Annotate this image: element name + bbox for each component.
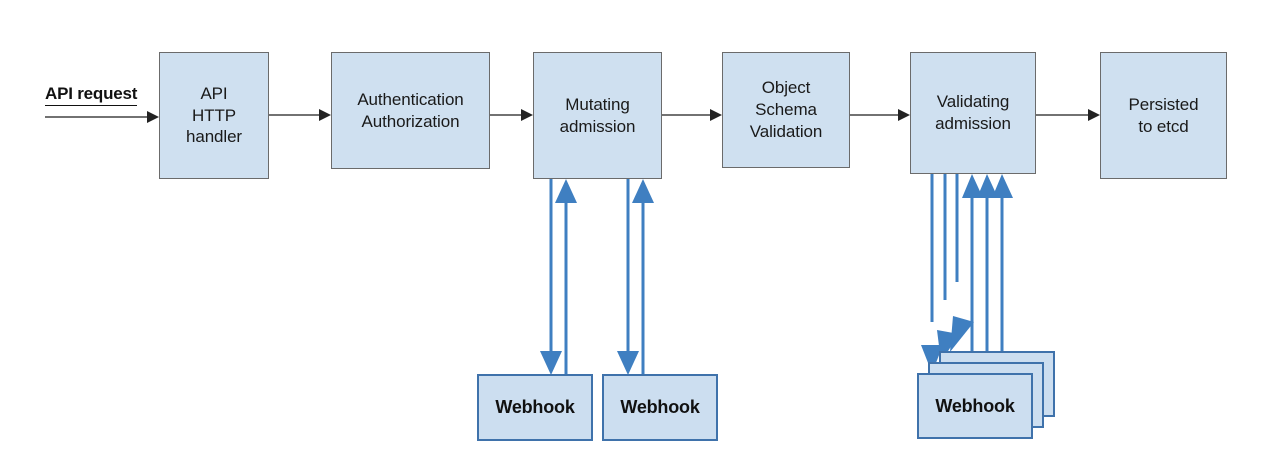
stage-authn-authz[interactable]: Authentication Authorization — [331, 52, 490, 169]
webhook-arrow-validating-3-down — [950, 174, 974, 352]
webhook-arrow-mutating-1-up — [555, 179, 577, 374]
webhook-arrow-validating-1-up — [962, 174, 983, 373]
flow-arrow-request-to-handler — [45, 111, 159, 123]
flow-arrow-validating-to-etcd — [1036, 109, 1100, 121]
stage-api-http-handler[interactable]: API HTTP handler — [159, 52, 269, 179]
api-request-label: API request — [45, 84, 137, 106]
webhook-arrow-mutating-2-up — [632, 179, 654, 374]
webhook-validating-front[interactable]: Webhook — [917, 373, 1033, 439]
webhook-mutating-1[interactable]: Webhook — [477, 374, 593, 441]
stage-mutating-admission[interactable]: Mutating admission — [533, 52, 662, 179]
flow-arrow-authn-to-mutating — [490, 109, 533, 121]
flow-arrow-schema-to-validating — [850, 109, 910, 121]
webhook-arrow-mutating-2-down — [617, 179, 639, 375]
webhook-arrow-validating-3-up — [992, 174, 1013, 358]
webhook-mutating-2[interactable]: Webhook — [602, 374, 718, 441]
webhook-arrow-validating-1-down — [921, 174, 943, 373]
webhook-arrow-validating-2-down — [937, 174, 959, 362]
flow-arrow-mutating-to-schema — [662, 109, 722, 121]
stage-object-schema-validation[interactable]: Object Schema Validation — [722, 52, 850, 168]
flow-arrow-handler-to-authn — [269, 109, 331, 121]
webhook-arrow-mutating-1-down — [540, 179, 562, 375]
webhook-arrow-validating-2-up — [977, 174, 998, 366]
stage-validating-admission[interactable]: Validating admission — [910, 52, 1036, 174]
stage-persisted-to-etcd[interactable]: Persisted to etcd — [1100, 52, 1227, 179]
